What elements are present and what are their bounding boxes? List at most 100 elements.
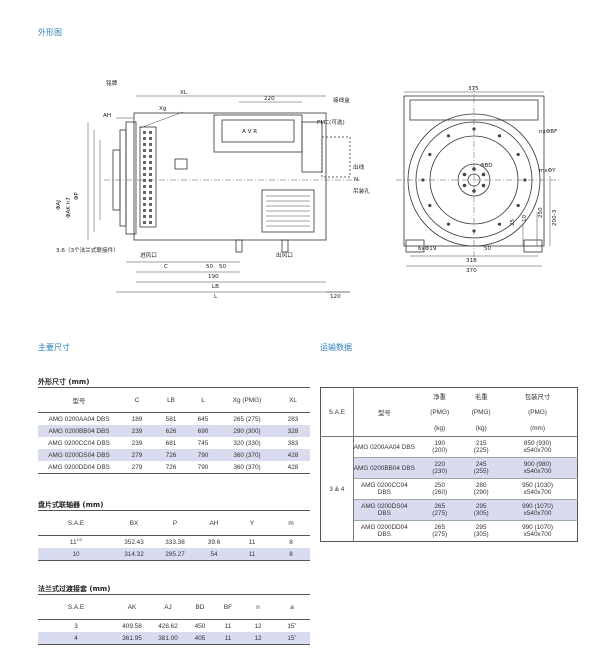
t3-header-a: a xyxy=(290,603,294,611)
flange-bolt-hole xyxy=(428,152,432,157)
t4-pack-value: 990 (1070) xyxy=(522,503,553,510)
t3-header-bd: BD xyxy=(195,603,205,611)
t1-cell: 239 xyxy=(120,425,154,437)
grill-slot xyxy=(143,209,146,212)
side-body xyxy=(133,112,327,241)
t2-cell: 11 xyxy=(232,548,272,561)
pmc-box xyxy=(321,136,351,178)
t4-header-gross-kg: (kg) xyxy=(475,424,487,432)
t1-header-l: L xyxy=(201,396,205,404)
t4-pack-value: 900 (980) xyxy=(523,461,552,468)
t4-net-value: 250 xyxy=(434,482,446,489)
t4-pack: 990 (1070)x540x700 xyxy=(498,499,578,521)
t3-header-sae: S.A.E xyxy=(67,603,85,611)
t3-cell: 15˚ xyxy=(287,622,297,630)
label-200: 200-3 xyxy=(552,209,558,226)
flange-bolt-hole xyxy=(516,152,520,157)
t4-gross: 280(290) xyxy=(464,479,498,500)
t3-cell: 405 xyxy=(186,632,214,645)
t4-pack-dims: x540x700 xyxy=(523,531,552,538)
grill-slot xyxy=(149,173,152,176)
t1-cell: AMG 0200AA04 DBS xyxy=(48,415,110,423)
t4-header-net-pmg: (PMG) xyxy=(430,408,450,416)
t3-cell: 428.62 xyxy=(158,622,178,630)
sae-value: 11 xyxy=(69,539,77,547)
t4-gross: 295(305) xyxy=(464,521,498,542)
label-50a: 50 xyxy=(206,264,214,270)
t1-cell: 279 xyxy=(120,449,154,461)
grill-slot xyxy=(143,149,146,152)
label-mxy: mxΦY xyxy=(539,168,556,174)
t1-cell: 383 xyxy=(287,439,299,447)
grill-slot xyxy=(149,179,152,182)
hub-bolt-hole xyxy=(462,183,467,188)
t4-header-model: 型号 xyxy=(353,387,416,437)
grill-slot xyxy=(143,131,146,134)
t4-pack: 900 (980)x540x700 xyxy=(498,457,578,479)
flange-bolt-hole xyxy=(497,222,502,226)
label-120: 120 xyxy=(330,294,341,300)
t1-header-lb: LB xyxy=(167,396,175,404)
t4-gross: 245(255) xyxy=(464,457,499,479)
t4-model: AMG 0200AA04 DBS xyxy=(353,443,415,451)
grill-slot xyxy=(143,143,146,146)
label-25: 25 xyxy=(510,218,516,226)
table-row: AMG 0200DS04 DBS 265(275) 295(305) 990 (… xyxy=(320,499,578,521)
t1-cell: 265 (275) xyxy=(233,415,261,423)
t4-pack-value: 990 (1070) xyxy=(522,524,553,531)
t2-cell: 8 xyxy=(272,548,310,561)
t4-pack-value: 950 (1030) xyxy=(522,482,553,489)
label-terminal-box: 接线盒 xyxy=(333,96,350,104)
label-250: 250 xyxy=(538,207,544,218)
label-nameplate: 铭牌 xyxy=(106,79,118,87)
grill-slot xyxy=(143,203,146,206)
shipping-title: 运输数据 xyxy=(320,343,352,352)
grill-slot xyxy=(149,137,152,140)
table-row: AMG 0200BB04 DBS 220(230) 245(255) 900 (… xyxy=(320,457,578,479)
t4-net: 190(200) xyxy=(415,437,464,458)
t2-header-sae: S.A.E xyxy=(67,519,85,527)
label-phi-aj: ΦAJ xyxy=(56,200,62,210)
grill-slot xyxy=(149,203,152,206)
flange-bolt-hole xyxy=(446,134,451,138)
table1-caption: 外形尺寸 (mm) xyxy=(38,378,90,386)
flange-bolt-hole xyxy=(472,127,476,131)
t3-cell: 12 xyxy=(242,632,274,645)
t4-pack-dims: x540x700 xyxy=(523,468,552,475)
t1-cell: 328 xyxy=(276,425,310,437)
t4-gross-value: 245 xyxy=(475,461,487,468)
t4-gross-value: 215 xyxy=(475,440,487,447)
t2-cell: 10 xyxy=(38,548,114,561)
t1-cell: 726 xyxy=(154,449,188,461)
shipping-table: S.A.E 型号 净重 毛重 包装尺寸 (PMG) (PMG) (PMG) (k… xyxy=(320,387,578,542)
terminal-louvers xyxy=(261,189,315,233)
table2-caption: 盘片式联轴器 (mm) xyxy=(38,501,104,509)
grill-slot xyxy=(149,161,152,164)
grill-slot xyxy=(143,137,146,140)
t4-header-pack: 包装尺寸 xyxy=(524,393,551,401)
t2-cell: 314.32 xyxy=(114,548,154,561)
label-l: L xyxy=(214,294,218,300)
grill-slot xyxy=(149,167,152,170)
t1-header-model: 型号 xyxy=(72,397,86,405)
adapter-flange xyxy=(125,121,137,235)
t3-cell: 409.58 xyxy=(122,622,142,630)
label-ah: AH xyxy=(103,113,111,119)
table3-caption: 法兰式过渡接套 (mm) xyxy=(38,585,111,593)
t4-header-sae: S.A.E xyxy=(320,387,354,437)
t4-pack: 990 (1070)x540x700 xyxy=(498,521,577,542)
t4-pack: 950 (1030)x540x700 xyxy=(498,479,577,500)
t4-header-net-kg: (kg) xyxy=(434,424,446,432)
grill-slot xyxy=(149,197,152,200)
flange-bolt-hole xyxy=(497,134,502,138)
t3-header-n: n xyxy=(256,603,260,611)
label-flange-hole: 3.6（3个法兰式联接件） xyxy=(56,246,119,254)
main-dims-title: 主要尺寸 xyxy=(38,343,70,352)
grill-slot xyxy=(149,131,152,134)
t3-header-aj: AJ xyxy=(164,603,172,611)
